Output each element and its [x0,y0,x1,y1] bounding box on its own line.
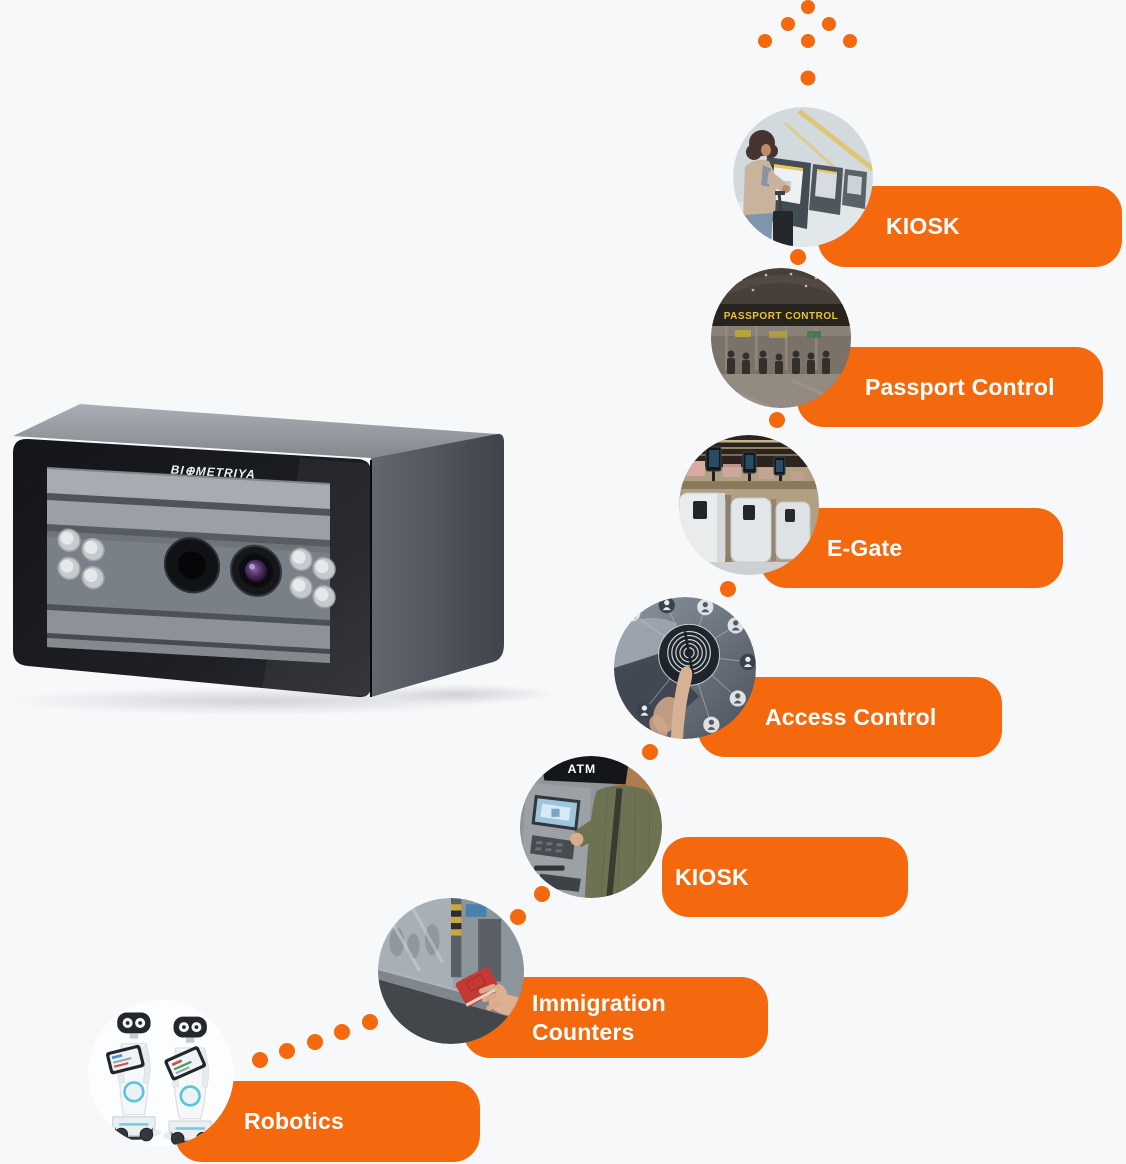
photo-person-using-atm: ATM [520,756,662,898]
device-inner-panel [47,467,336,664]
passport-control-label-bar: Passport Control [797,347,1103,427]
traveler [743,130,793,247]
photo-hand-with-passport-at-counter [378,898,524,1044]
passport-control-sign-text: PASSPORT CONTROL [724,311,838,322]
queue-people [727,350,830,375]
photo-fingerprint-identity-network [614,597,756,739]
hazard-stripes [451,904,462,936]
step-label: Immigration Counters [532,989,666,1045]
atm-user [570,785,662,898]
service-robot-left [105,1012,156,1142]
device-brand-logo: BI⊕METRIYA [170,463,256,482]
step-label: Passport Control [865,373,1055,400]
pointing-hand [649,666,693,739]
biometric-camera-device: BI⊕METRIYA [3,404,555,715]
photo-passport-control-hall: PASSPORT CONTROL [711,268,851,408]
ir-led-cluster-right [289,547,336,609]
ir-projector-lens [164,537,220,594]
gate-pods [679,492,811,566]
face-screens [705,446,786,481]
ir-led-cluster-left [57,528,105,590]
step-label: Robotics [244,1108,344,1135]
arrow-dot [801,0,815,14]
device-side-face [371,433,504,697]
atm-sign-text: ATM [568,762,596,776]
user-node-icons [624,597,756,733]
photo-service-robots [88,1000,234,1146]
step-label: Access Control [765,703,937,730]
step-label: E-Gate [827,534,903,561]
photo-traveler-at-self-checkin-kiosk [733,107,873,247]
step-label: KIOSK [886,213,960,240]
camera-lens [230,544,282,597]
step-label: KIOSK [675,863,749,890]
kiosk-atm-label-bar: KIOSK [662,837,908,917]
device-top-face [13,404,497,458]
photo-automated-egates [679,435,819,575]
atm-machine [530,794,581,892]
